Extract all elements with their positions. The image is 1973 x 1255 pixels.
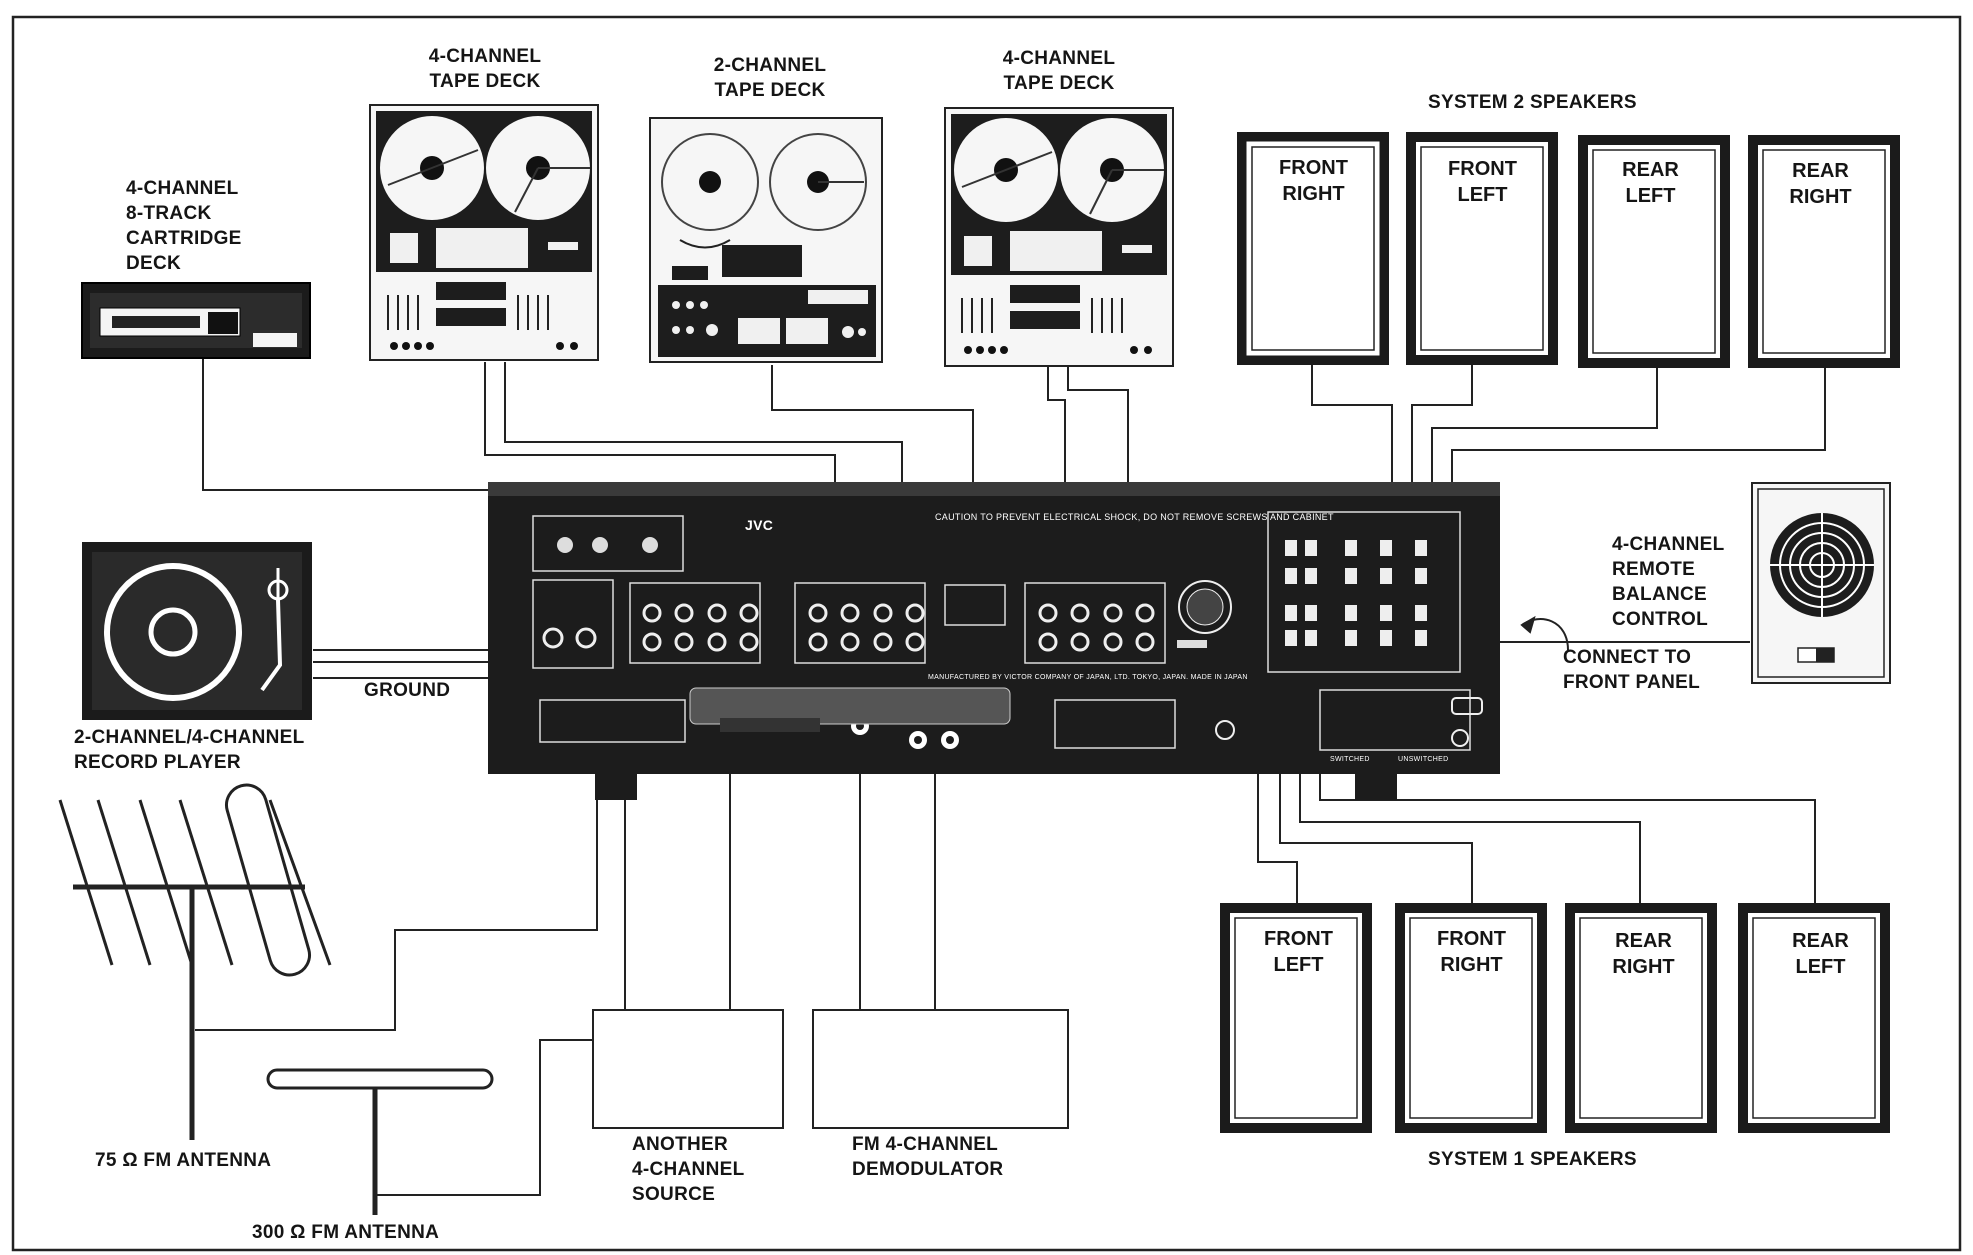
diagram-frame (11, 15, 1962, 1252)
ground-label: GROUND (364, 680, 451, 701)
tape-deck-center (649, 117, 883, 363)
antenna-75-ohm (58, 783, 332, 1140)
record-player-label: 2-CHANNEL/4-CHANNEL RECORD PLAYER (74, 727, 305, 773)
cartridge-deck (81, 282, 311, 359)
tape-deck-center-label: 2-CHANNEL TAPE DECK (713, 55, 827, 101)
record-player (82, 542, 312, 720)
cartridge-deck-label: 4-CHANNEL 8-TRACK CARTRIDGE DECK (126, 178, 242, 274)
receiver-manufacturer: MANUFACTURED BY VICTOR COMPANY OF JAPAN,… (928, 674, 1248, 681)
receiver-caution: CAUTION TO PREVENT ELECTRICAL SHOCK, DO … (935, 512, 1334, 522)
tape-deck-right-label: 4-CHANNEL TAPE DECK (1002, 48, 1116, 94)
system2-speaker-boxes (1237, 132, 1900, 368)
remote-balance-label: 4-CHANNEL REMOTE BALANCE CONTROL (1612, 534, 1725, 630)
antenna-300-ohm (266, 1068, 494, 1215)
antenna-75-label: 75 Ω FM ANTENNA (95, 1150, 272, 1171)
receiver-brand: JVC (745, 517, 774, 533)
receiver-switched: SWITCHED (1330, 756, 1370, 763)
another-source-box (592, 1009, 784, 1129)
system2-title: SYSTEM 2 SPEAKERS (1428, 92, 1637, 113)
system1-title: SYSTEM 1 SPEAKERS (1428, 1149, 1637, 1170)
tape-deck-left-label: 4-CHANNEL TAPE DECK (428, 46, 542, 92)
receiver-unswitched: UNSWITCHED (1398, 756, 1449, 763)
tape-deck-right (944, 107, 1174, 367)
connect-front-panel-label: CONNECT TO FRONT PANEL (1563, 647, 1700, 693)
fm-demodulator-box (812, 1009, 1069, 1129)
tape-deck-left (369, 104, 599, 361)
remote-balance-control (1751, 482, 1891, 684)
fm-demodulator-label: FM 4-CHANNEL DEMODULATOR (852, 1134, 1004, 1180)
another-source-label: ANOTHER 4-CHANNEL SOURCE (632, 1134, 745, 1205)
system1-speaker-boxes (1220, 903, 1890, 1133)
antenna-300-label: 300 Ω FM ANTENNA (252, 1222, 440, 1243)
receiver-rear-panel (488, 482, 1500, 800)
